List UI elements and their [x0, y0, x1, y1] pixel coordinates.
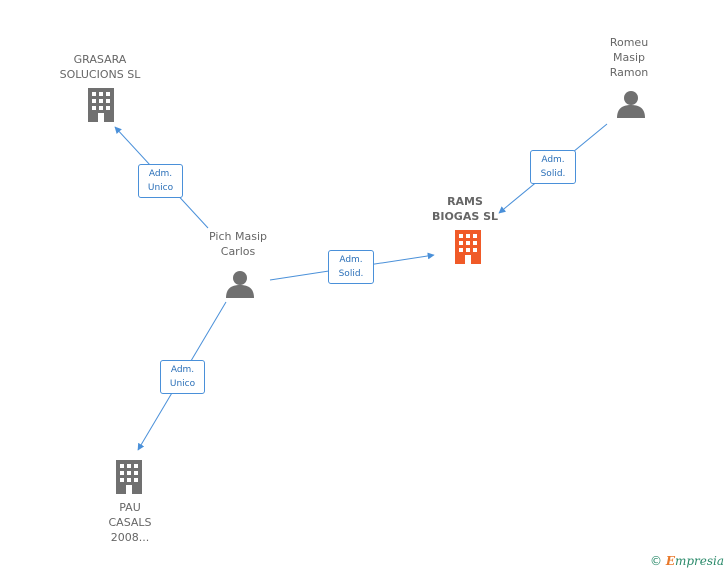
building-main-icon[interactable] [455, 230, 481, 264]
node-label-pich[interactable]: Pich Masip Carlos [209, 230, 267, 258]
edge-label-pich-rams[interactable]: Adm. Solid. [328, 250, 374, 284]
copyright-symbol: © [650, 554, 662, 568]
building-icon[interactable] [88, 88, 114, 122]
empresia-logo: © Empresia [650, 554, 724, 568]
edge-label-pich-grasara[interactable]: Adm. Unico [138, 164, 183, 198]
node-label-pau[interactable]: PAU CASALS 2008... [108, 501, 152, 544]
person-icon[interactable] [617, 91, 645, 118]
person-icon[interactable] [226, 271, 254, 298]
building-icon[interactable] [116, 460, 142, 494]
brand-initial: E [665, 554, 675, 568]
node-label-rams[interactable]: RAMS BIOGAS SL [431, 195, 499, 223]
node-label-romeu[interactable]: Romeu Masip Ramon [609, 36, 649, 79]
edge-label-pich-pau[interactable]: Adm. Unico [160, 360, 205, 394]
brand-name: mpresia [674, 554, 725, 568]
node-label-grasara[interactable]: GRASARA SOLUCIONS SL [59, 53, 141, 81]
edge-label-romeu-rams[interactable]: Adm. Solid. [530, 150, 576, 184]
